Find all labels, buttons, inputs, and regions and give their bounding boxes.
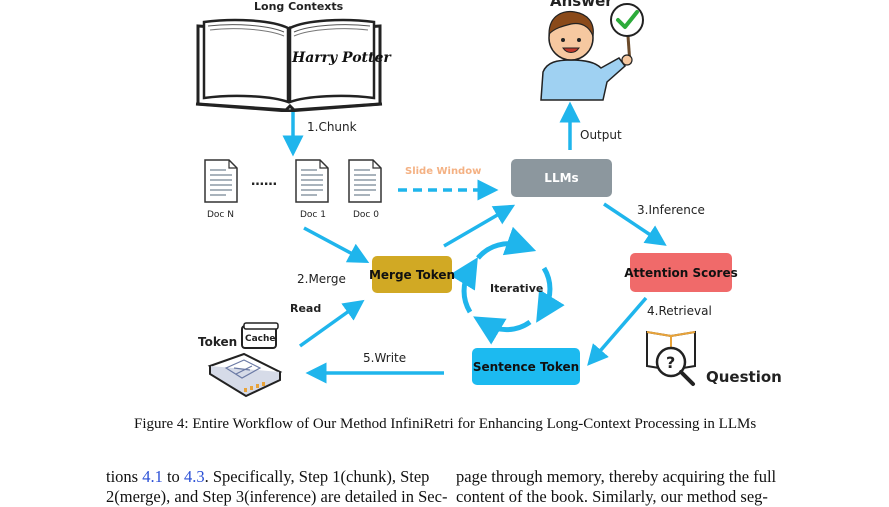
arrow-retrieval [587,296,648,366]
attention-scores-box: Attention Scores [624,253,738,292]
read-label: Read [290,302,322,315]
section-ref-4-1[interactable]: 4.1 [142,467,163,486]
workflow-arrows [282,101,667,384]
output-label: Output [580,128,622,142]
write-label: 5.Write [363,351,407,365]
right-column-line-1: page through memory, thereby acquiring t… [456,467,777,486]
left-text-c: . Specifically, Step 1(chunk), Step [204,467,430,486]
long-contexts-title: Long Contexts [254,0,344,13]
caption-prefix: Figure 4: [134,416,193,432]
llms-box: LLMs [511,159,612,197]
left-text-a: tions [106,467,143,486]
open-book-icon [194,14,384,113]
arrow-docs-to-merge [303,226,370,263]
token-cache-device-icon [204,322,284,402]
merge-label: 2.Merge [297,272,346,286]
question-label: Question [706,368,782,386]
figure-caption: Figure 4: Entire Workflow of Our Method … [134,416,756,433]
arrow-iterative-right [536,266,565,323]
arrow-iterative-top [476,226,537,260]
docs-ellipsis: …… [251,174,277,189]
iterative-label: Iterative [490,282,544,295]
chunk-label: 1.Chunk [307,120,357,134]
retrieval-label: 4.Retrieval [647,304,712,318]
answer-label: Answer [550,0,613,10]
question-book-icon: ? [643,326,703,392]
inference-label: 3.Inference [637,203,705,217]
doc-0-icon [346,156,384,210]
right-column-line-2: content of the book. Similarly, our meth… [456,487,768,506]
slide-window-label: Slide Window [405,166,482,177]
arrow-iterative-bottom [473,316,532,345]
arrow-iterative-left [449,257,478,314]
cache-label: Cache [245,334,276,344]
token-label: Token [198,335,238,349]
arrow-merge-to-llms [443,204,516,248]
arrow-inference [603,202,667,246]
arrow-read [298,299,365,348]
answer-character-icon [535,0,647,108]
doc-n-icon [202,156,240,210]
doc-1-label: Doc 1 [300,210,326,220]
section-ref-4-3[interactable]: 4.3 [183,467,205,486]
merge-token-box: Merge Token [369,256,455,293]
left-column-line-1: tions 4.1 to 4.3. Specifically, Step 1(c… [106,467,429,487]
sentence-token-box: Sentence Token [472,348,580,385]
caption-text: Entire Workflow of Our Method InfiniRetr… [192,416,757,432]
left-column-line-2: 2(merge), and Step 3(inference) are deta… [106,487,448,506]
book-title: Harry Potter [292,50,391,66]
doc-0-label: Doc 0 [353,210,379,220]
svg-text:?: ? [666,353,675,372]
doc-1-icon [293,156,331,210]
left-text-b: to [162,467,184,486]
doc-n-label: Doc N [207,210,234,220]
